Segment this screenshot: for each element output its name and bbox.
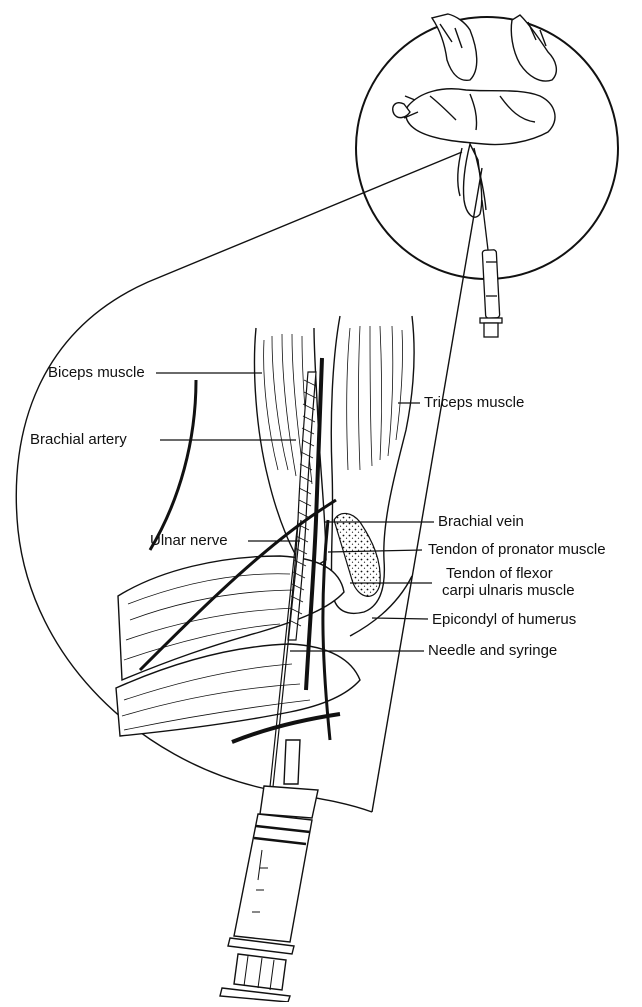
label-needle-and-syringe: Needle and syringe (428, 642, 557, 659)
label-triceps-muscle: Triceps muscle (424, 394, 524, 411)
syringe (220, 740, 318, 1002)
label-brachial-vein: Brachial vein (438, 513, 524, 530)
label-biceps-muscle: Biceps muscle (48, 364, 145, 381)
label-tendon-pronator: Tendon of pronator muscle (428, 541, 606, 558)
label-brachial-artery: Brachial artery (30, 431, 127, 448)
label-tendon-flexor-line2: carpi ulnaris muscle (442, 582, 575, 599)
label-tendon-flexor-line1: Tendon of flexor (446, 565, 553, 582)
label-ulnar-nerve: Ulnar nerve (150, 532, 228, 549)
label-epicondyle: Epicondyl of humerus (432, 611, 576, 628)
ulnar-nerve-inner (323, 520, 330, 740)
